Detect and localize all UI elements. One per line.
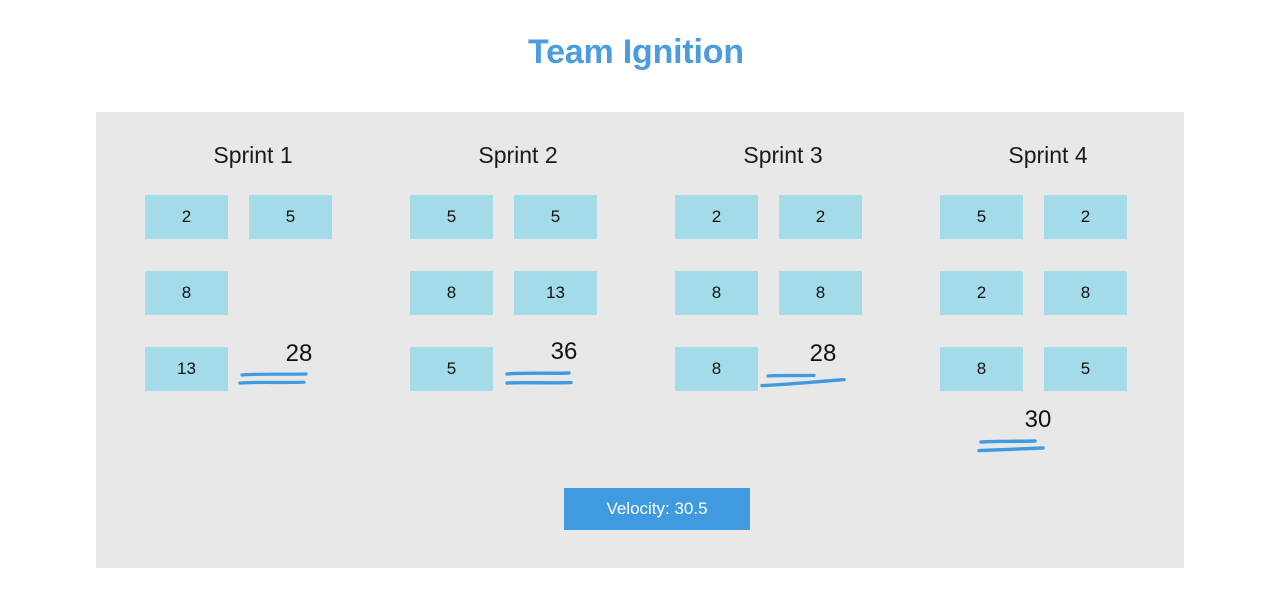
story-card[interactable]: 8 [410, 271, 493, 315]
sprint-total-value: 28 [285, 340, 313, 367]
story-card[interactable]: 13 [145, 347, 228, 391]
sprint-total-3: 28 [760, 340, 878, 388]
story-card[interactable]: 2 [145, 195, 228, 239]
sprint-header-1: Sprint 1 [213, 142, 293, 168]
story-card[interactable]: 5 [410, 347, 493, 391]
handdrawn-underline-icon [977, 439, 1045, 453]
story-card[interactable]: 5 [514, 195, 597, 239]
story-card[interactable]: 8 [675, 347, 758, 391]
story-card[interactable]: 8 [1044, 271, 1127, 315]
story-card[interactable]: 5 [410, 195, 493, 239]
sprint-board-panel: Sprint 1 2 5 8 13 28 Sprint 2 5 5 8 13 5… [96, 112, 1184, 568]
sprint-total-value: 28 [809, 340, 837, 367]
sprint-column-1: Sprint 1 2 5 8 13 28 [128, 112, 378, 568]
story-card[interactable]: 2 [1044, 195, 1127, 239]
sprint-header-2: Sprint 2 [478, 142, 558, 168]
handdrawn-underline-icon [238, 372, 308, 385]
story-card[interactable]: 5 [249, 195, 332, 239]
story-card[interactable]: 5 [1044, 347, 1127, 391]
story-card[interactable]: 2 [675, 195, 758, 239]
sprint-total-value: 36 [550, 338, 578, 365]
sprint-header-3: Sprint 3 [743, 142, 823, 168]
story-card[interactable]: 2 [940, 271, 1023, 315]
sprint-column-3: Sprint 3 2 2 8 8 8 28 [658, 112, 908, 568]
sprint-header-4: Sprint 4 [1008, 142, 1088, 168]
sprint-column-2: Sprint 2 5 5 8 13 5 36 [393, 112, 643, 568]
handdrawn-underline-icon [505, 371, 573, 385]
page-title: Team Ignition [528, 33, 744, 71]
sprint-total-4: 30 [977, 406, 1093, 453]
handdrawn-underline-icon [760, 373, 846, 388]
velocity-badge-label: Velocity: 30.5 [606, 499, 708, 518]
story-card[interactable]: 8 [779, 271, 862, 315]
sprint-total-2: 36 [505, 338, 619, 385]
story-card[interactable]: 5 [940, 195, 1023, 239]
sprint-total-1: 28 [238, 340, 354, 385]
story-card[interactable]: 8 [940, 347, 1023, 391]
story-card[interactable]: 8 [145, 271, 228, 315]
sprint-total-value: 30 [1024, 406, 1052, 433]
story-card[interactable]: 8 [675, 271, 758, 315]
story-card[interactable]: 13 [514, 271, 597, 315]
sprint-column-4: Sprint 4 5 2 2 8 8 5 30 [923, 112, 1173, 568]
velocity-badge: Velocity: 30.5 [564, 488, 750, 530]
story-card[interactable]: 2 [779, 195, 862, 239]
